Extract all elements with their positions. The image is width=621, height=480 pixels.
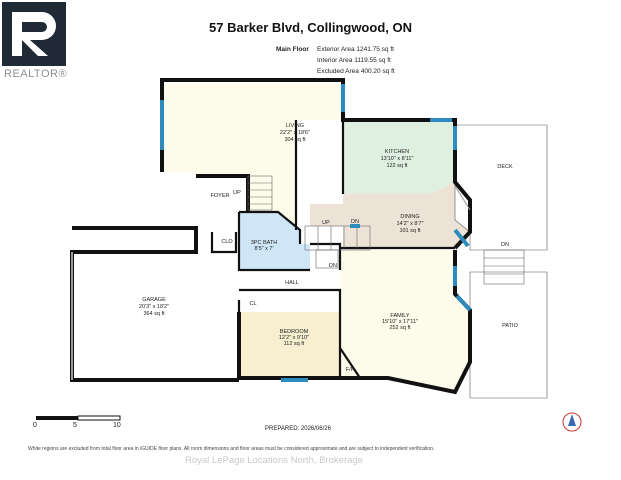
scale-tick-10: 10: [113, 422, 121, 429]
kitchen-fill: [343, 120, 455, 194]
dining-dims: 14'2" x 8'7": [396, 221, 423, 227]
compass-icon: [562, 412, 582, 432]
bath-fill: [239, 212, 310, 270]
realtor-logo: REALTOR®: [2, 2, 72, 82]
bath-dims: 8'5" x 7': [254, 246, 273, 252]
bedroom-fill: [239, 312, 340, 378]
brokerage-watermark: Royal LePage Locations North, Brokerage: [185, 455, 363, 466]
deck-fill: [454, 124, 548, 251]
living-area: 304 sq ft: [284, 137, 306, 143]
kitchen-area: 122 sq ft: [386, 163, 408, 169]
living-name: LIVING: [286, 123, 304, 129]
cl-name: CL: [249, 301, 256, 307]
bedroom-name: BEDROOM: [280, 329, 309, 335]
stairs: [247, 175, 525, 285]
foyer-name: FOYER: [211, 193, 230, 199]
scale-bar: 0 5 10: [33, 415, 121, 429]
scale-tick-0: 0: [33, 422, 37, 429]
dining-stairs-dn: DN: [351, 219, 359, 225]
bedroom-area: 112 sq ft: [284, 341, 305, 347]
windows: [160, 84, 472, 382]
bath-name: 3PC BATH: [251, 240, 278, 246]
excluded-area: Excluded Area 400.20 sq ft: [317, 68, 395, 75]
scale-tick-5: 5: [73, 422, 77, 429]
lower-stairs-dn: DN: [329, 263, 337, 269]
garage-dims: 20'3" x 18'2": [139, 304, 169, 310]
disclaimer: White regions are excluded from total fl…: [28, 446, 435, 452]
page-title: 57 Barker Blvd, Collingwood, ON: [209, 20, 412, 35]
interior-area: Interior Area 1119.55 sq ft: [317, 57, 391, 64]
floor-name: Main Floor: [276, 46, 309, 53]
exterior-area: Exterior Area 1241.75 sq ft: [317, 46, 394, 53]
deck-name: DECK: [497, 164, 513, 170]
dining-area: 101 sq ft: [399, 228, 421, 234]
bedroom-dims: 12'2" x 9'10": [279, 335, 309, 341]
family-fill: [340, 250, 470, 392]
fp-name: F/P: [346, 367, 355, 373]
deck-door: [454, 185, 471, 211]
foyer-stairs-up: UP: [233, 190, 241, 196]
prepared-date: PREPARED: 2026/06/26: [265, 426, 331, 432]
garage-name: GARAGE: [142, 297, 166, 303]
main-stairs-up: UP: [322, 220, 330, 226]
living-room-fill: [162, 84, 343, 225]
dining-fill: [310, 182, 470, 248]
patio-name: PATIO: [502, 323, 518, 329]
family-area: 252 sq ft: [389, 325, 411, 331]
dining-name: DINING: [400, 214, 419, 220]
living-dims: 22'2" x 18'6": [280, 130, 310, 136]
deck-stairs-dn: DN: [501, 242, 509, 248]
patio-fill: [469, 271, 548, 399]
garage-area: 364 sq ft: [143, 311, 165, 317]
realtor-logo-text: REALTOR®: [4, 68, 68, 80]
interior-walls: [210, 120, 455, 379]
kitchen-dims: 13'10" x 8'11": [381, 156, 414, 162]
clo-name: CLO: [221, 239, 233, 245]
realtor-logo-mark: [2, 2, 66, 66]
hall-name: HALL: [285, 280, 299, 286]
family-dims: 15'10" x 17'11": [382, 319, 418, 325]
kitchen-name: KITCHEN: [385, 149, 409, 155]
family-name: FAMILY: [390, 313, 409, 319]
